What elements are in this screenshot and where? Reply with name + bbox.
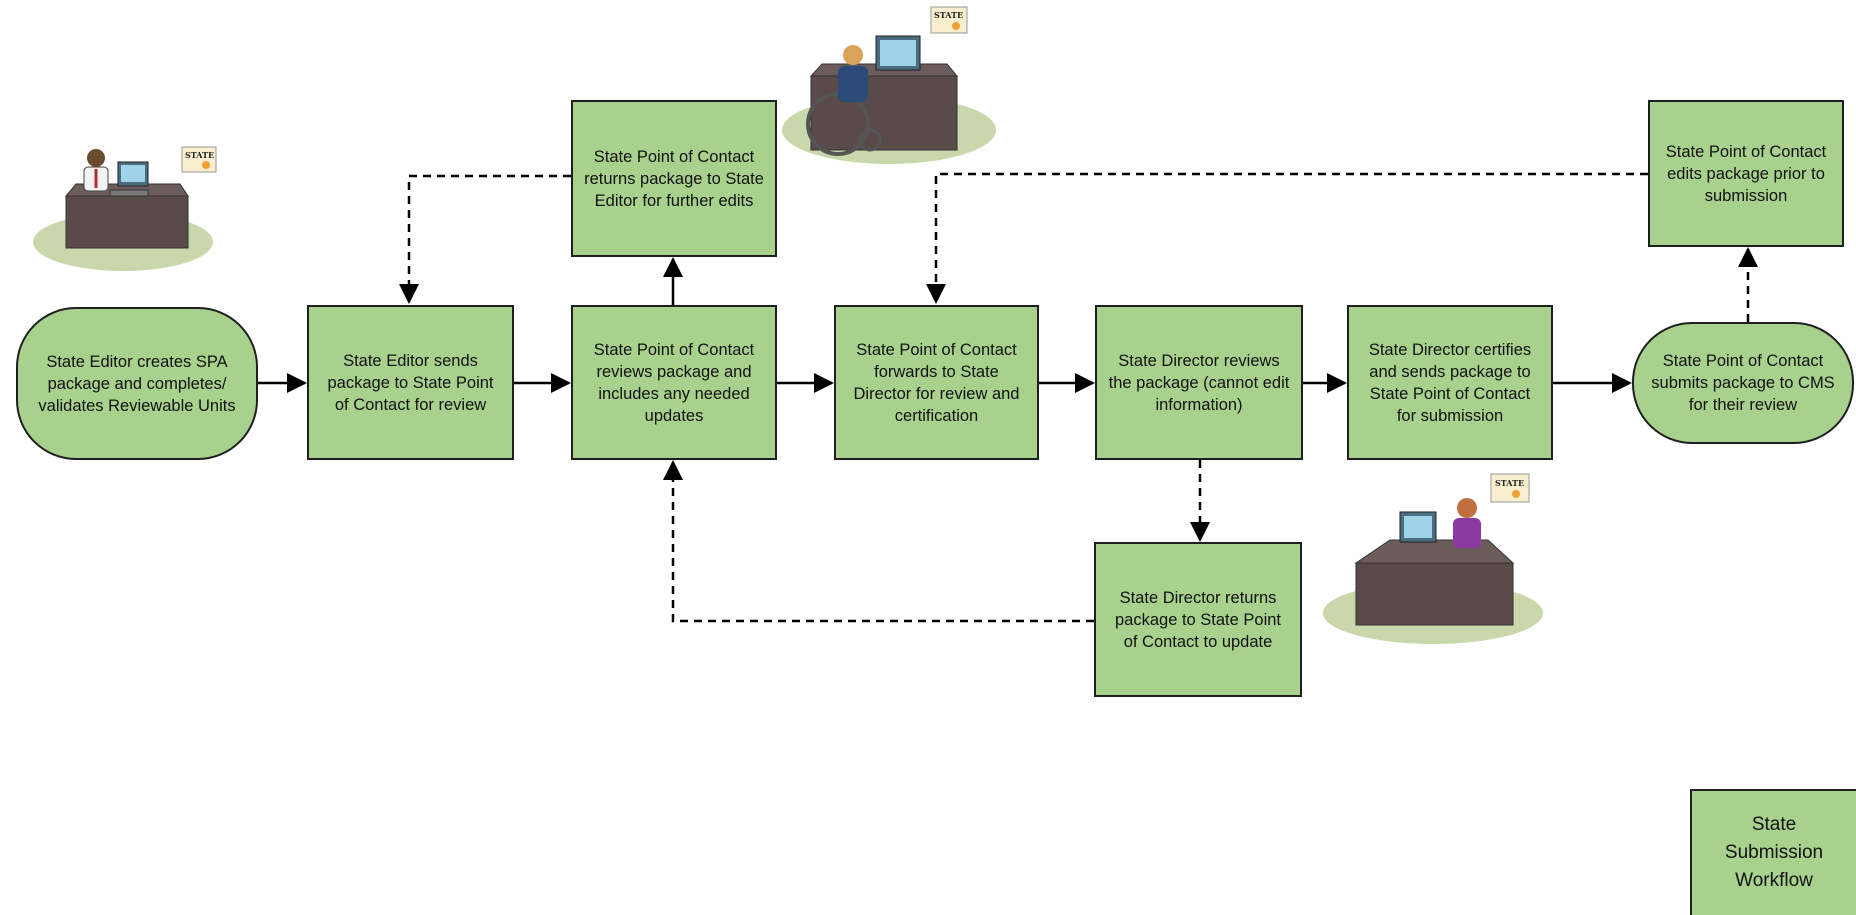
node-poc-return: State Point of Contact returns package t… — [571, 100, 777, 257]
person-head — [87, 149, 105, 167]
node-label: State Director returns package to State … — [1114, 588, 1282, 651]
keyboard — [109, 189, 149, 197]
monitor-screen — [880, 40, 916, 66]
node-poc-submit: State Point of Contact submits package t… — [1632, 322, 1854, 444]
sign-text: STATE — [185, 150, 214, 160]
monitor-screen — [1404, 516, 1432, 538]
node-editor-create: State Editor creates SPA package and com… — [16, 307, 258, 460]
node-poc-forward: State Point of Contact forwards to State… — [834, 305, 1039, 460]
node-label: State Editor creates SPA package and com… — [38, 352, 236, 415]
person-body — [838, 66, 868, 102]
node-editor-send: State Editor sends package to State Poin… — [307, 305, 514, 460]
node-label: State Point of Contact submits package t… — [1651, 352, 1835, 414]
sign-card — [1490, 473, 1530, 503]
sign-text: STATE — [934, 10, 963, 20]
dashed-edit-prior-to-forward — [926, 172, 1648, 304]
sign-card — [181, 146, 217, 173]
node-label: State Director reviews the package (cann… — [1108, 351, 1290, 414]
node-director-certify: State Director certifies and sends packa… — [1347, 305, 1553, 460]
desk-top — [1354, 539, 1515, 564]
editor-at-desk-figure: STATE — [33, 146, 217, 271]
node-poc-review: State Point of Contact reviews package a… — [571, 305, 777, 460]
node-label: State Editor sends package to State Poin… — [327, 351, 494, 414]
person-body — [1453, 518, 1481, 548]
sign-seal — [952, 22, 960, 30]
node-label: State Point of Contact forwards to State… — [853, 340, 1020, 425]
wheelchair-small-wheel — [858, 128, 882, 152]
person-head — [843, 45, 863, 65]
node-director-return: State Director returns package to State … — [1094, 542, 1302, 697]
dashed-director-return-to-review — [663, 460, 1094, 623]
node-label: State Point of Contact edits package pri… — [1665, 142, 1827, 205]
legend-label: State Submission Workflow — [1724, 814, 1824, 891]
director-at-desk-figure: STATE — [1323, 473, 1543, 644]
poc-in-wheelchair-figure: STATE — [782, 6, 996, 164]
dashed-return-to-editor — [399, 174, 571, 304]
sign-card — [930, 6, 968, 34]
sign-text: STATE — [1495, 478, 1524, 488]
desk — [65, 195, 189, 249]
person-head — [1457, 498, 1477, 518]
sign-seal — [202, 161, 210, 169]
node-label: State Point of Contact reviews package a… — [593, 340, 755, 425]
desk — [810, 75, 958, 151]
sign-seal — [1512, 490, 1520, 498]
node-label: State Director certifies and sends packa… — [1368, 340, 1532, 425]
node-label: State Point of Contact returns package t… — [584, 147, 764, 210]
workflow-title-legend: State Submission Workflow — [1690, 789, 1856, 915]
node-director-review: State Director reviews the package (cann… — [1095, 305, 1303, 460]
desk — [1355, 562, 1514, 626]
monitor-screen — [121, 165, 145, 182]
node-poc-edit-prior: State Point of Contact edits package pri… — [1648, 100, 1844, 247]
